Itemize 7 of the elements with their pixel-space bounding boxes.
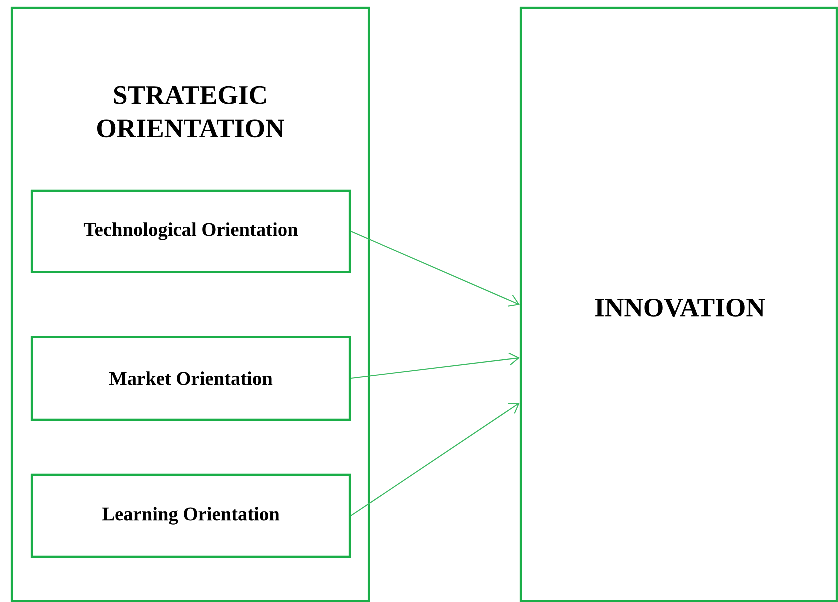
factor-box: Learning Orientation: [30, 474, 352, 558]
arrow: [351, 352, 520, 380]
arrow: [350, 231, 520, 307]
factor-box: Technological Orientation: [30, 190, 352, 274]
factor-box: Market Orientation: [30, 336, 352, 422]
arrow: [350, 403, 520, 516]
result-box: INNOVATION: [520, 6, 838, 602]
